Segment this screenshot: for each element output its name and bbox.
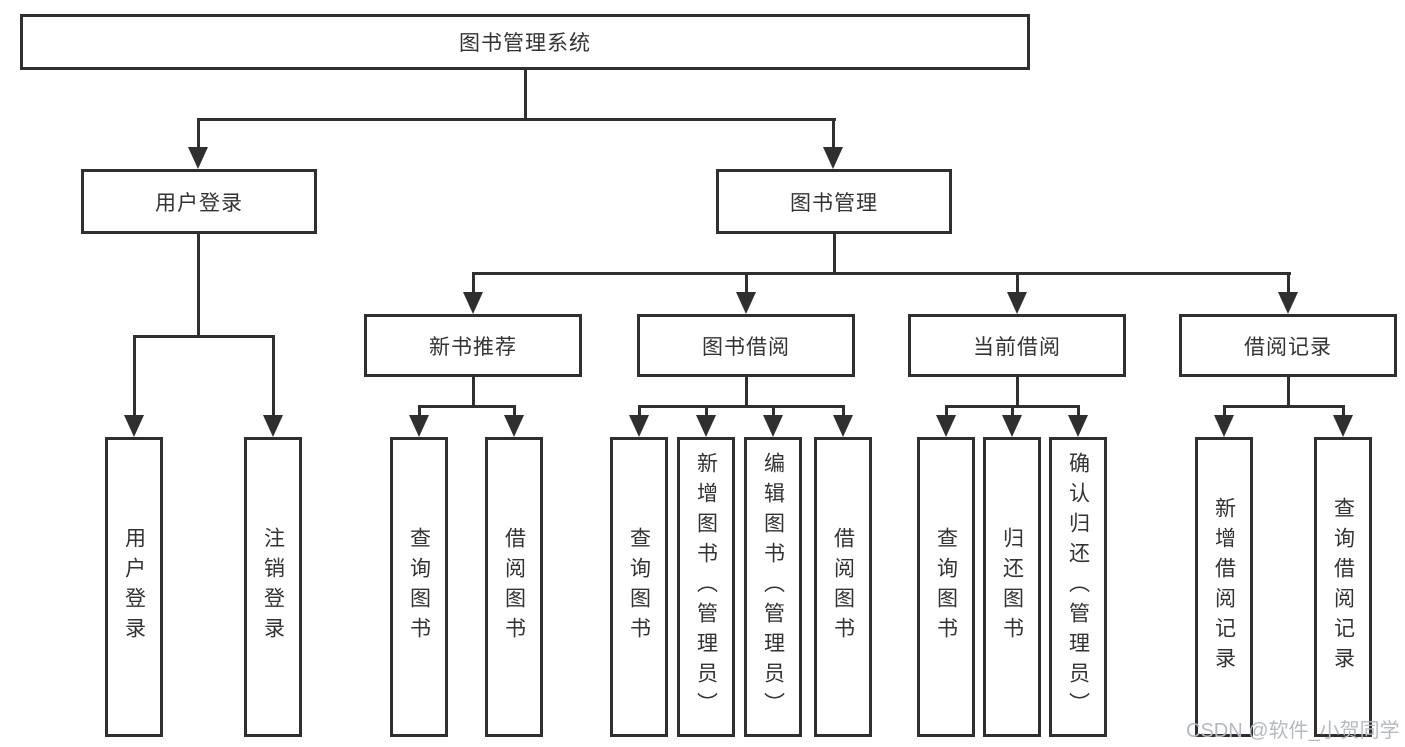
node-root-library-system: 图书管理系统 <box>20 14 1030 70</box>
connector-line <box>1016 275 1019 294</box>
leaf-label: 归还图书 <box>1000 527 1024 647</box>
connector-line <box>705 408 708 417</box>
connector-line <box>524 70 527 121</box>
leaf-user-login: 用户登录 <box>105 437 163 737</box>
connector-line <box>1011 408 1014 417</box>
connector-line <box>472 272 1291 275</box>
leaf-label: 新增图书（管理员） <box>694 452 718 722</box>
leaf-label: 编辑图书（管理员） <box>761 452 785 722</box>
leaf-label: 借阅图书 <box>502 527 526 647</box>
leaf-label: 借阅图书 <box>831 527 855 647</box>
leaf-borrow-books: 借阅图书 <box>814 437 872 737</box>
node-user-login: 用户登录 <box>81 169 317 234</box>
arrow-down-icon <box>696 415 716 437</box>
connector-line <box>197 118 836 121</box>
connector-line <box>272 338 275 417</box>
connector-line <box>133 335 275 338</box>
leaf-label: 新增借阅记录 <box>1212 497 1236 677</box>
leaf-confirm-return-admin: 确认归还（管理员） <box>1049 437 1107 737</box>
leaf-add-books-admin: 新增图书（管理员） <box>677 437 735 737</box>
leaf-query-books-borrowing: 查询图书 <box>610 437 668 737</box>
connector-line <box>745 275 748 294</box>
connector-line <box>418 405 516 408</box>
arrow-down-icon <box>188 147 208 169</box>
leaf-query-borrow-record: 查询借阅记录 <box>1314 437 1372 737</box>
arrow-down-icon <box>409 415 429 437</box>
connector-line <box>832 121 835 149</box>
arrow-down-icon <box>763 415 783 437</box>
arrow-down-icon <box>1002 415 1022 437</box>
connector-line <box>1223 408 1226 417</box>
connector-line <box>1287 377 1290 408</box>
arrow-down-icon <box>823 147 843 169</box>
arrow-down-icon <box>124 415 144 437</box>
connector-line <box>472 275 475 294</box>
arrow-down-icon <box>629 415 649 437</box>
arrow-down-icon <box>1333 415 1353 437</box>
node-current-borrowing: 当前借阅 <box>908 314 1126 377</box>
node-borrowing-records: 借阅记录 <box>1179 314 1397 377</box>
leaf-label: 查询图书 <box>627 527 651 647</box>
leaf-query-books-recommend: 查询图书 <box>390 437 448 737</box>
leaf-return-books: 归还图书 <box>983 437 1041 737</box>
connector-line <box>418 408 421 417</box>
arrow-down-icon <box>736 292 756 314</box>
leaf-borrow-books-recommend: 借阅图书 <box>485 437 543 737</box>
leaf-logout: 注销登录 <box>244 437 302 737</box>
connector-line <box>1016 377 1019 408</box>
node-book-management: 图书管理 <box>716 169 952 234</box>
leaf-query-books-current: 查询图书 <box>917 437 975 737</box>
arrow-down-icon <box>1278 292 1298 314</box>
connector-line <box>197 121 200 149</box>
connector-line <box>1342 408 1345 417</box>
node-book-borrowing: 图书借阅 <box>637 314 855 377</box>
arrow-down-icon <box>1068 415 1088 437</box>
connector-line <box>833 234 836 275</box>
leaf-label: 注销登录 <box>261 527 285 647</box>
leaf-label: 查询图书 <box>407 527 431 647</box>
arrow-down-icon <box>1007 292 1027 314</box>
leaf-label: 查询借阅记录 <box>1331 497 1355 677</box>
connector-line <box>513 408 516 417</box>
watermark: CSDN @软件_小贺同学 <box>1186 720 1400 742</box>
arrow-down-icon <box>504 415 524 437</box>
node-new-book-recommend: 新书推荐 <box>364 314 582 377</box>
arrow-down-icon <box>936 415 956 437</box>
connector-line <box>1077 408 1080 417</box>
connector-line <box>745 377 748 408</box>
connector-line <box>638 405 845 408</box>
leaf-label: 用户登录 <box>122 527 146 647</box>
connector-line <box>197 234 200 338</box>
connector-line <box>1287 275 1290 294</box>
arrow-down-icon <box>1214 415 1234 437</box>
connector-line <box>133 338 136 417</box>
connector-line <box>638 408 641 417</box>
leaf-edit-books-admin: 编辑图书（管理员） <box>744 437 802 737</box>
leaf-label: 查询图书 <box>934 527 958 647</box>
leaf-add-borrow-record: 新增借阅记录 <box>1195 437 1253 737</box>
connector-line <box>772 408 775 417</box>
arrow-down-icon <box>463 292 483 314</box>
connector-line <box>945 405 1080 408</box>
leaf-label: 确认归还（管理员） <box>1066 452 1090 722</box>
arrow-down-icon <box>833 415 853 437</box>
arrow-down-icon <box>263 415 283 437</box>
connector-line <box>472 377 475 408</box>
connector-line <box>1223 405 1345 408</box>
connector-line <box>945 408 948 417</box>
connector-line <box>842 408 845 417</box>
